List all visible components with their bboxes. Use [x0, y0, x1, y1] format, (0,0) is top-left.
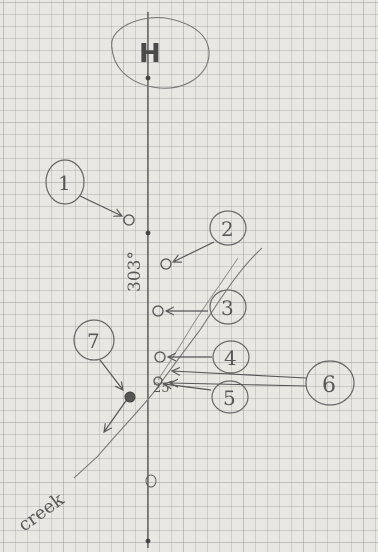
baseline-dot-bottom [146, 539, 151, 544]
callout-7-label: 7 [87, 329, 100, 353]
callout-2-label: 2 [221, 217, 234, 241]
callout-1-label: 1 [58, 171, 71, 195]
top-label: H [139, 39, 161, 69]
callout-4-label: 4 [224, 346, 237, 370]
bearing-label: 303° [125, 251, 145, 292]
point-7 [125, 392, 135, 402]
baseline-dot-top [146, 76, 151, 81]
callout-6-label: 6 [322, 373, 336, 398]
baseline-dot-mid [146, 231, 151, 236]
row-label: 25 [153, 381, 170, 396]
callout-5-label: 5 [223, 386, 236, 410]
callout-3-label: 3 [221, 296, 234, 320]
